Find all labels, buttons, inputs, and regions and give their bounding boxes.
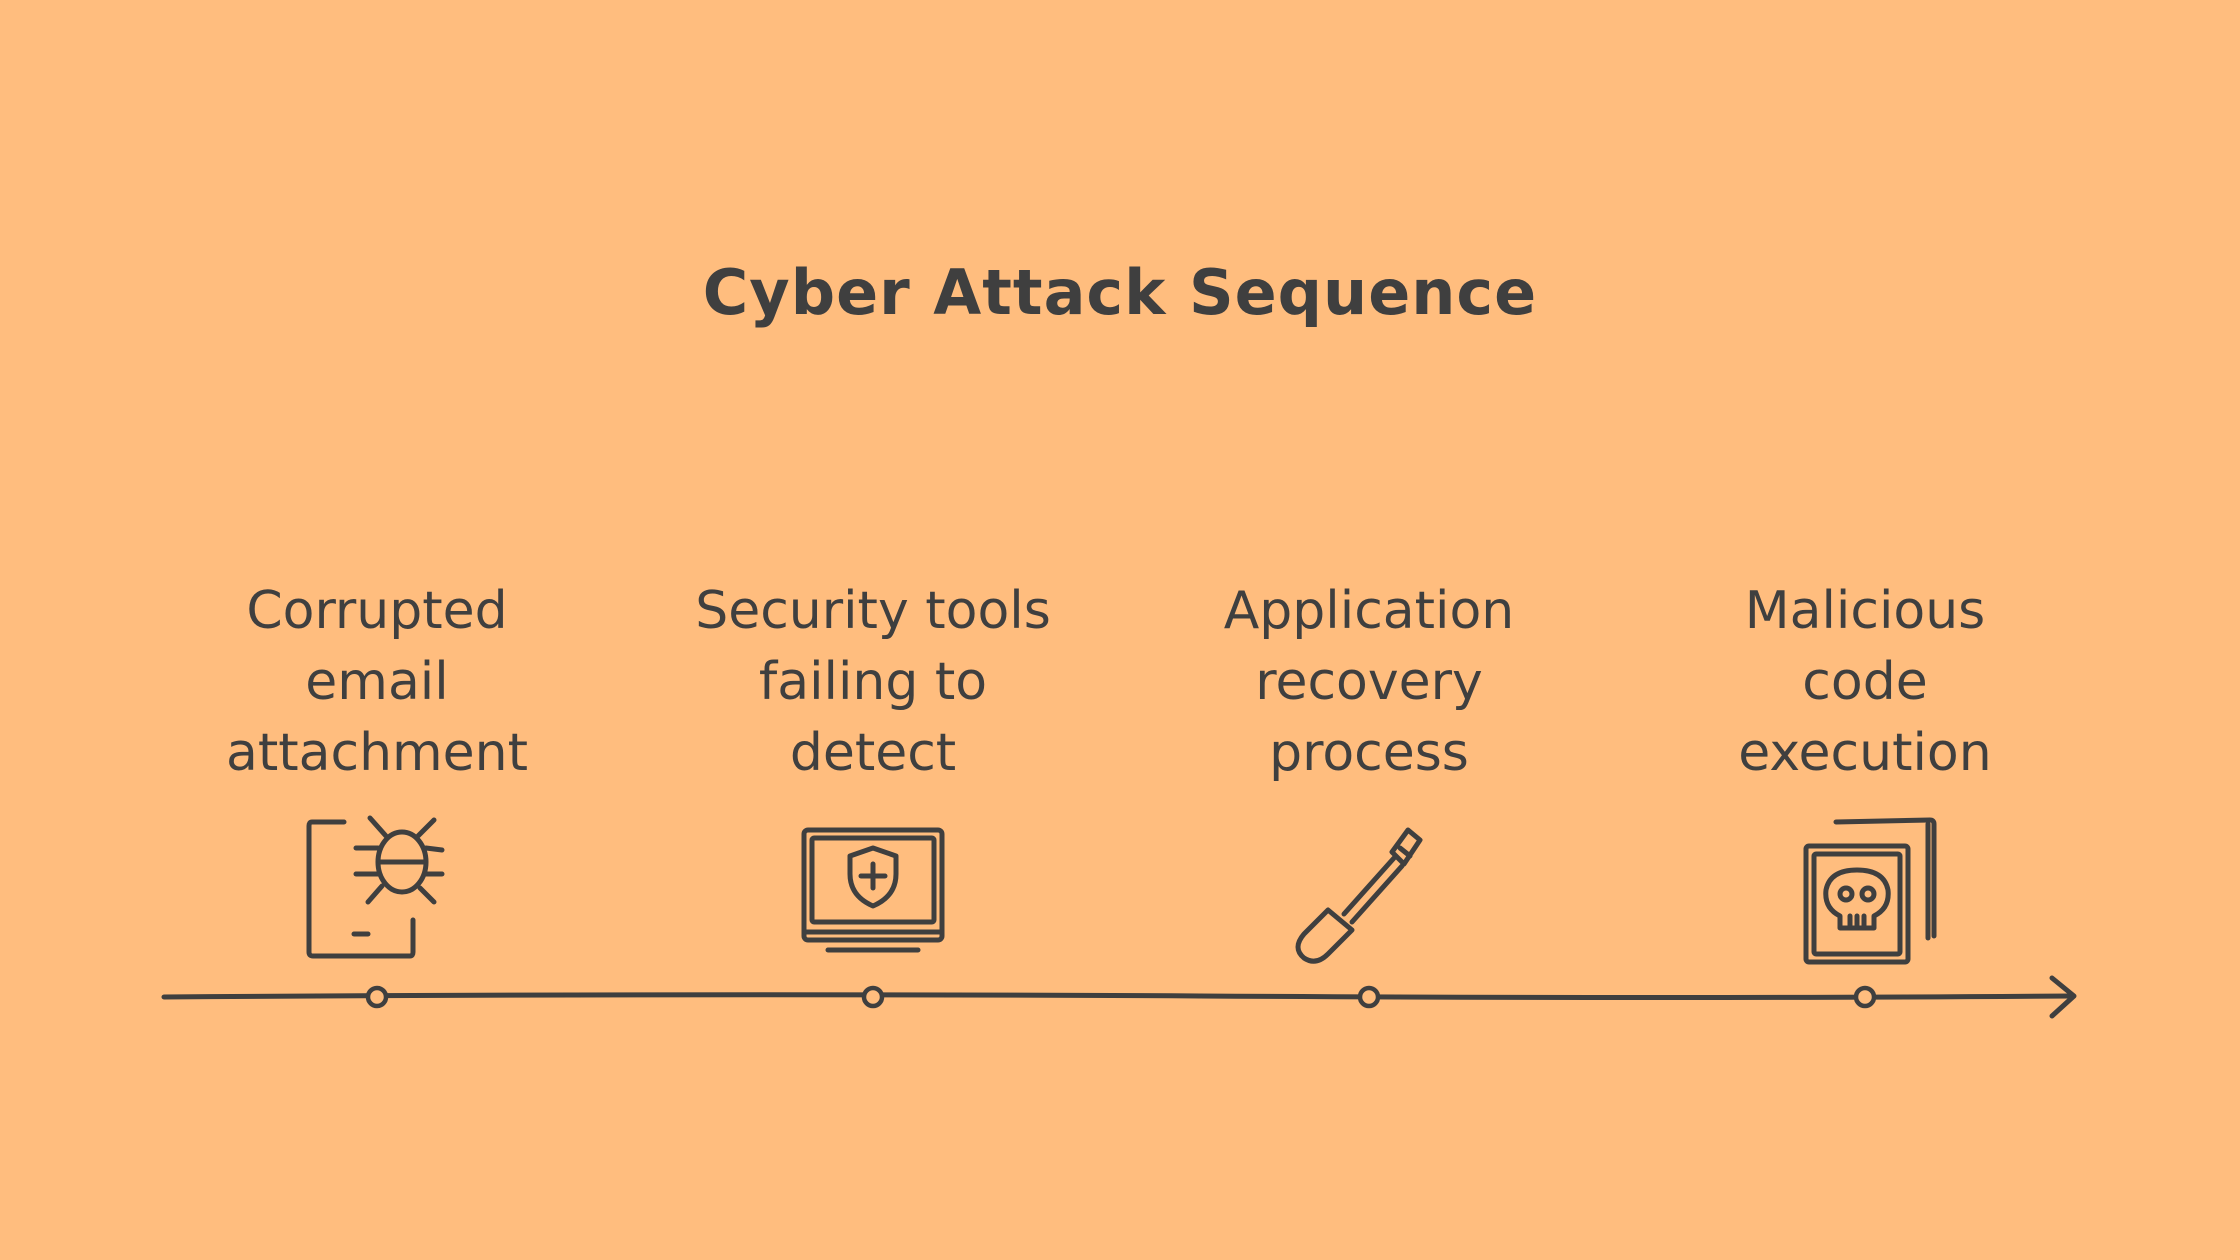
screwdriver-icon xyxy=(1284,810,1454,970)
step-label-3: Application recovery process xyxy=(1223,581,1515,783)
timeline-node-3 xyxy=(1357,985,1381,1009)
step-label-1: Corrupted email attachment xyxy=(225,581,529,783)
infected-file-bug-icon xyxy=(292,810,462,970)
skull-document-icon xyxy=(1780,810,1950,970)
diagram-title: Cyber Attack Sequence xyxy=(702,256,1538,329)
timeline-node-1 xyxy=(365,985,389,1009)
timeline-node-2 xyxy=(861,985,885,1009)
monitor-shield-icon xyxy=(788,810,958,970)
step-label-2: Security tools failing to detect xyxy=(695,581,1051,783)
step-label-4: Malicious code execution xyxy=(1738,581,1992,783)
timeline-node-4 xyxy=(1853,985,1877,1009)
